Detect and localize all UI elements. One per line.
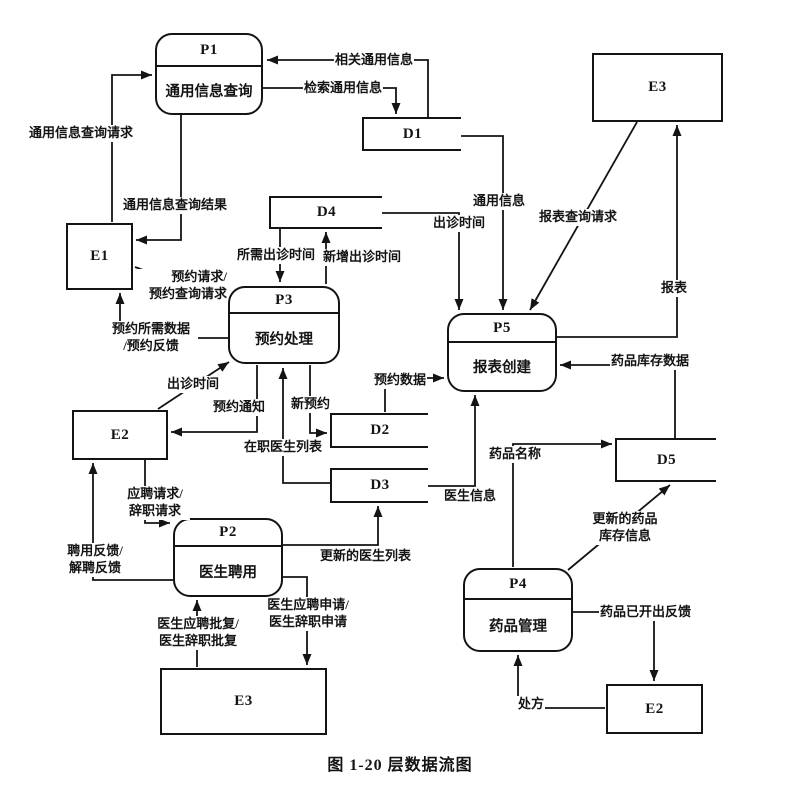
flow-label-updated-drug-stock: 更新的药品 库存信息	[586, 511, 664, 545]
figure-caption: 图 1-20 层数据流图	[327, 757, 473, 774]
flow-appointment-notice	[171, 365, 258, 437]
flow-label-general-info-query-result: 通用信息查询结果	[122, 197, 229, 214]
flow-visit-time-to-p5	[382, 212, 464, 310]
flow-label-retrieve-general-info: 检索通用信息	[303, 80, 384, 97]
flow-label-general-info: 通用信息	[472, 193, 527, 210]
flow-label-appointment-notice: 预约通知	[212, 399, 267, 416]
flow-label-hire-resign-request: 应聘请求/ 辞职请求	[120, 486, 190, 520]
flow-label-appointment-request: 预约请求/ 预约查询请求	[138, 269, 228, 303]
flow-label-active-doctor-list: 在职医生列表	[243, 439, 324, 456]
flow-label-doctor-approval: 医生应聘批复/ 医生辞职批复	[148, 616, 248, 650]
flow-label-appointment-data-feedback: 预约所需数据 /预约反馈	[104, 321, 198, 355]
flow-label-visit-time-to-p5: 出诊时间	[432, 215, 487, 232]
process-p2-id: P2	[175, 520, 281, 547]
flow-label-required-visit-time: 所需出诊时间	[236, 247, 317, 264]
flow-label-report: 报表	[660, 280, 689, 297]
process-p2: P2 医生聘用	[173, 518, 283, 597]
process-p2-name: 医生聘用	[199, 564, 257, 581]
flow-drug-name	[512, 439, 612, 567]
flow-label-updated-doctor-list: 更新的医生列表	[319, 548, 413, 565]
flow-label-new-appointment: 新预约	[290, 396, 332, 413]
process-p1-id: P1	[157, 35, 261, 67]
flow-related-general-info	[267, 55, 429, 117]
process-p1-name: 通用信息查询	[165, 83, 253, 100]
process-p4: P4 药品管理	[463, 568, 573, 652]
flow-label-drug-stock-data: 药品库存数据	[610, 353, 691, 370]
flow-updated-doctor-list	[283, 506, 383, 546]
entity-e2-left: E2	[72, 410, 168, 460]
entity-e1: E1	[66, 223, 133, 290]
store-d5: D5	[615, 438, 716, 482]
flow-label-doctor-application: 医生应聘申请/ 医生辞职申请	[257, 597, 359, 631]
flow-label-related-general-info: 相关通用信息	[334, 52, 415, 69]
store-d1: D1	[362, 117, 461, 151]
flow-general-info	[461, 135, 508, 310]
flow-label-appointment-data: 预约数据	[373, 372, 428, 389]
store-d3: D3	[330, 468, 428, 503]
entity-e3-bottom: E3	[160, 668, 327, 735]
flow-active-doctor-list	[278, 368, 330, 484]
process-p5-id: P5	[449, 315, 555, 343]
flow-drug-stock-data	[560, 360, 676, 438]
process-p3-id: P3	[230, 288, 338, 314]
process-p4-id: P4	[465, 570, 571, 600]
flow-label-new-visit-time: 新增出诊时间	[322, 249, 403, 266]
entity-e2-bottom-right: E2	[606, 684, 703, 734]
flow-report	[557, 125, 682, 338]
flow-doctor-application	[283, 576, 312, 665]
flow-doctor-info	[428, 395, 480, 487]
store-d2: D2	[330, 413, 428, 448]
process-p5-name: 报表创建	[473, 360, 531, 376]
process-p3-name: 预约处理	[255, 331, 313, 348]
flow-general-info-query-request	[111, 70, 152, 222]
flow-label-visit-time-to-p3: 出诊时间	[166, 376, 221, 393]
flow-label-prescription: 处方	[517, 696, 546, 713]
flow-hire-resign-request	[144, 460, 170, 528]
flow-label-report-query-request: 报表查询请求	[538, 209, 619, 226]
flow-new-appointment	[309, 365, 327, 438]
flow-general-info-query-result	[136, 115, 182, 245]
flow-label-drug-dispensed-feedback: 药品已开出反馈	[599, 604, 693, 621]
flow-drug-dispensed-feedback	[573, 611, 659, 681]
process-p5: P5 报表创建	[447, 313, 557, 392]
flow-label-doctor-info: 医生信息	[443, 488, 498, 505]
flow-label-drug-name: 药品名称	[488, 446, 543, 463]
flow-label-general-info-query-request: 通用信息查询请求	[28, 125, 135, 142]
entity-e3-top: E3	[592, 53, 723, 122]
process-p1: P1 通用信息查询	[155, 33, 263, 115]
store-d4: D4	[269, 196, 382, 229]
flow-label-hire-feedback: 聘用反馈/ 解聘反馈	[60, 543, 130, 577]
process-p3: P3 预约处理	[228, 286, 340, 364]
process-p4-name: 药品管理	[489, 618, 547, 635]
flow-hire-feedback	[88, 463, 173, 581]
